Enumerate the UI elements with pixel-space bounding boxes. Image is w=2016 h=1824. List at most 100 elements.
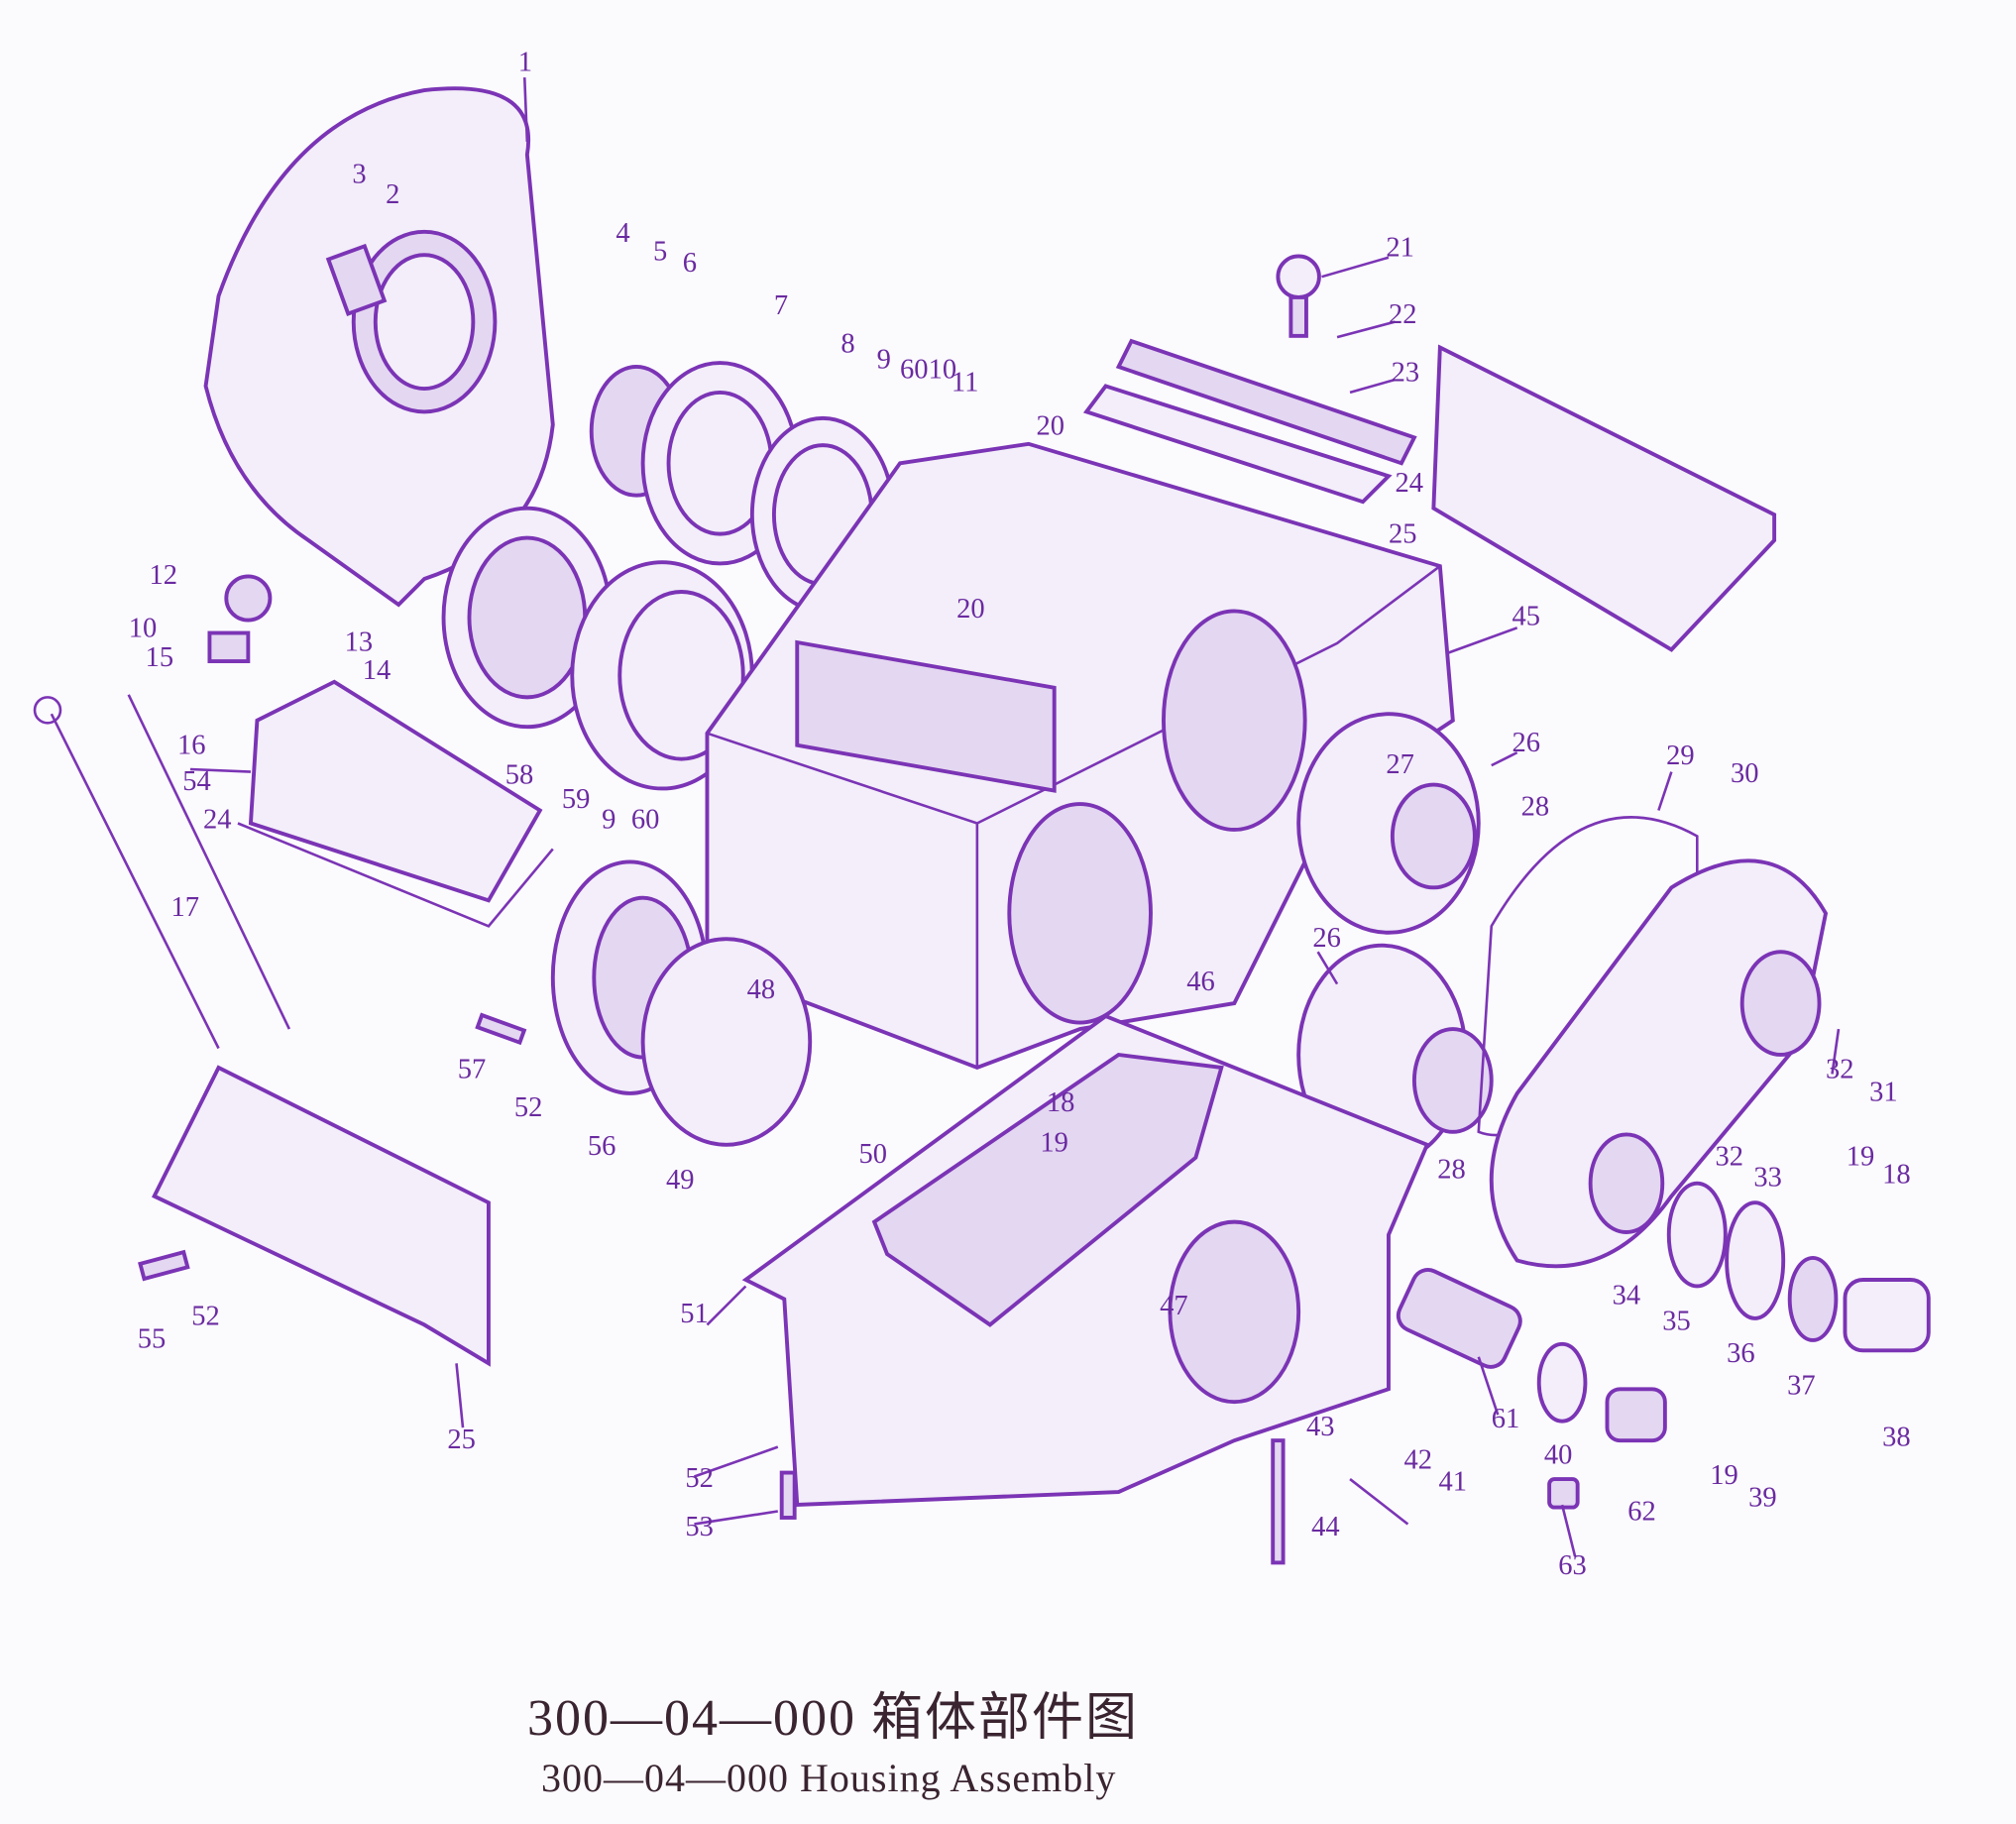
part-label-2: 2 <box>386 179 399 210</box>
seal-36 <box>1725 1200 1786 1320</box>
part-label-3: 3 <box>352 159 366 189</box>
bolt-44 <box>1271 1438 1286 1565</box>
part-label-14: 14 <box>363 655 392 686</box>
part-label-39: 39 <box>1748 1482 1777 1513</box>
coupling-38 <box>1843 1278 1931 1353</box>
lifting-eye-shank <box>1288 294 1308 338</box>
part-label-37: 37 <box>1787 1370 1816 1401</box>
cover-ring-58-inner <box>467 535 588 700</box>
vent-plate <box>325 243 388 316</box>
shim-35 <box>1666 1181 1728 1289</box>
part-label-27: 27 <box>1386 749 1414 780</box>
part-label-24: 24 <box>203 805 232 836</box>
seal-ring-59-inner <box>617 590 745 761</box>
part-label-63: 63 <box>1558 1550 1587 1581</box>
part-label-45: 45 <box>1512 602 1541 632</box>
part-label-32: 32 <box>1826 1054 1854 1084</box>
part-label-11: 11 <box>952 368 978 399</box>
part-label-15: 15 <box>146 642 174 673</box>
part-label-57: 57 <box>458 1054 487 1084</box>
bearing-cover-28-lower <box>1411 1027 1494 1134</box>
oil-seal-37 <box>1787 1255 1839 1342</box>
leader-lines <box>189 77 1841 1557</box>
part-label-62: 62 <box>1627 1497 1656 1528</box>
part-label-42: 42 <box>1404 1445 1433 1476</box>
part-label-20: 20 <box>956 594 985 625</box>
part-label-26: 26 <box>1312 923 1341 954</box>
part-label-46: 46 <box>1186 967 1215 997</box>
part-label-19: 19 <box>1710 1460 1738 1491</box>
part-label-7: 7 <box>774 290 788 321</box>
part-label-23: 23 <box>1392 357 1420 388</box>
part-label-50: 50 <box>859 1139 888 1170</box>
part-label-10: 10 <box>129 613 158 643</box>
part-label-25: 25 <box>447 1425 476 1455</box>
part-label-25: 25 <box>1389 519 1417 550</box>
part-label-53: 53 <box>685 1512 714 1542</box>
top-cover-23 <box>1115 338 1417 466</box>
dipstick-17 <box>50 713 220 1050</box>
housing-bore-inner <box>373 253 476 391</box>
part-label-38: 38 <box>1882 1422 1911 1452</box>
elbow-62 <box>1605 1387 1667 1443</box>
part-label-31: 31 <box>1869 1078 1898 1108</box>
part-label-26: 26 <box>1512 728 1541 758</box>
lower-bore <box>1168 1219 1301 1405</box>
part-label-49: 49 <box>666 1165 695 1196</box>
part-label-21: 21 <box>1386 232 1414 263</box>
dipstick-handle <box>33 696 62 725</box>
part-label-60: 60 <box>631 805 660 836</box>
part-label-52: 52 <box>191 1301 220 1331</box>
bearing-cover-28-upper <box>1390 782 1477 890</box>
part-label-33: 33 <box>1753 1162 1782 1193</box>
part-label-51: 51 <box>680 1299 709 1329</box>
bore-upper <box>1162 609 1307 832</box>
oil-trough-50 <box>871 1052 1224 1327</box>
diagram-subtitle: 300—04—000 Housing Assembly <box>541 1756 1117 1800</box>
end-cover-bore-lower <box>1588 1132 1665 1234</box>
part-label-24: 24 <box>1395 468 1423 499</box>
part-label-35: 35 <box>1662 1307 1691 1337</box>
part-label-30: 30 <box>1731 758 1759 789</box>
part-label-43: 43 <box>1306 1412 1335 1442</box>
gasket-24-left <box>237 822 554 928</box>
part-label-52: 52 <box>514 1092 543 1123</box>
bore-lower <box>1007 802 1153 1025</box>
part-label-22: 22 <box>1389 299 1417 330</box>
diagram-title: 300—04—000 箱体部件图 <box>527 1690 1140 1747</box>
bolt-55 <box>138 1249 190 1282</box>
part-label-19: 19 <box>1847 1142 1875 1173</box>
support-plate-45 <box>1431 344 1777 652</box>
part-label-52: 52 <box>685 1463 714 1494</box>
part-label-20: 20 <box>1037 411 1065 442</box>
part-label-28: 28 <box>1437 1155 1466 1186</box>
part-label-61: 61 <box>1492 1404 1520 1434</box>
part-label-17: 17 <box>171 892 200 923</box>
inspection-opening <box>795 639 1057 793</box>
part-label-60: 60 <box>900 355 929 386</box>
part-label-59: 59 <box>562 784 591 815</box>
side-cover-54 <box>248 679 543 903</box>
part-label-32: 32 <box>1715 1142 1743 1173</box>
part-label-58: 58 <box>505 759 534 790</box>
part-label-1: 1 <box>518 48 532 78</box>
fitting-63 <box>1547 1477 1580 1510</box>
gasket-40 <box>1536 1341 1588 1424</box>
gasket-ring-49 <box>640 937 813 1147</box>
part-label-44: 44 <box>1311 1512 1340 1542</box>
bolt-57 <box>475 1012 527 1046</box>
part-label-55: 55 <box>138 1324 167 1355</box>
part-label-48: 48 <box>747 974 776 1005</box>
part-label-56: 56 <box>588 1131 616 1162</box>
filler-cap-12 <box>224 574 273 623</box>
housing-top <box>707 565 1441 825</box>
part-label-34: 34 <box>1613 1281 1641 1311</box>
lifting-eye-21 <box>1276 254 1321 299</box>
part-label-6: 6 <box>683 248 697 279</box>
part-label-28: 28 <box>1521 792 1550 823</box>
part-label-54: 54 <box>182 766 211 797</box>
part-label-19: 19 <box>1040 1127 1068 1158</box>
